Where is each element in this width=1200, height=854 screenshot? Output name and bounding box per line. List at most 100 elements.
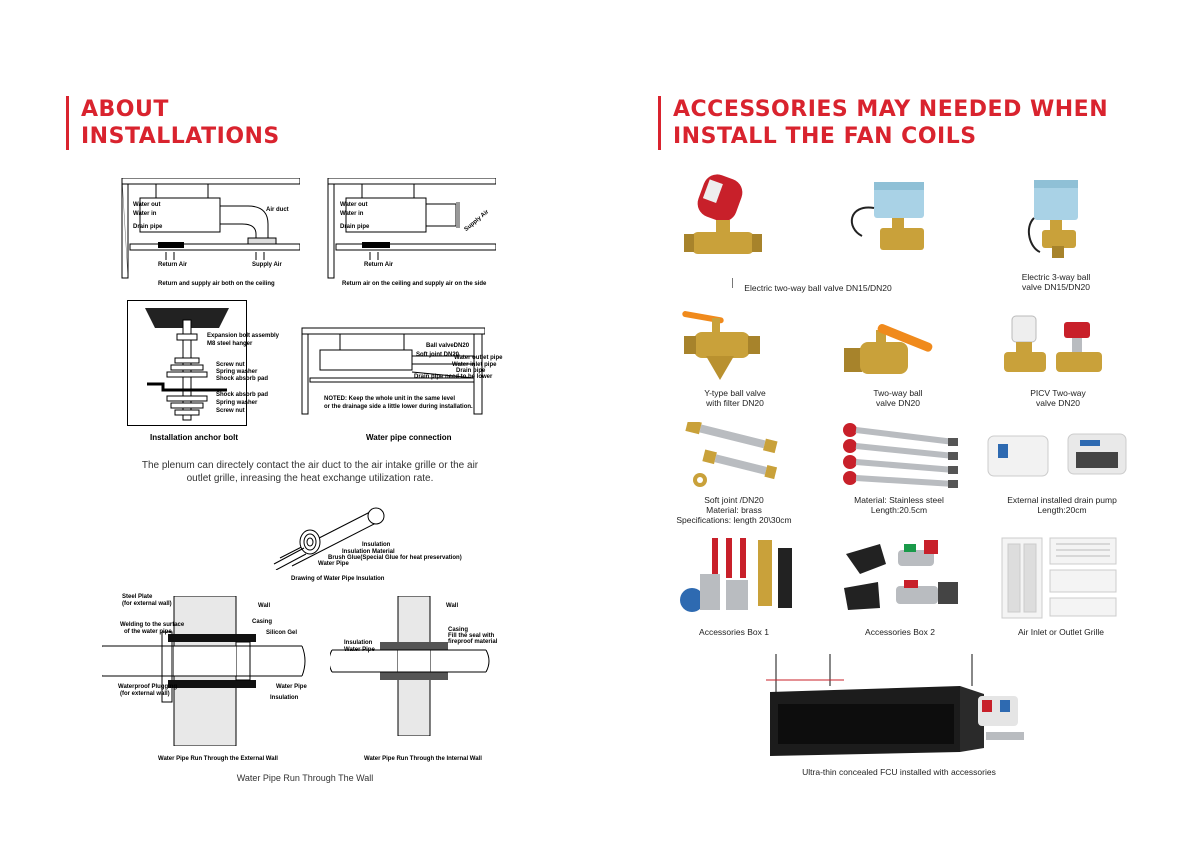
diagram-caption: Return air on the ceiling and supply air… — [342, 281, 487, 287]
anchor-label: Spring washer — [216, 369, 258, 375]
ext-wall-label: Silicon Gel — [266, 630, 298, 636]
diagram-label: Water out — [340, 202, 368, 208]
label-line: Two-way ball — [873, 388, 923, 398]
anchor-label: Screw nut — [216, 408, 245, 414]
drain-pump-image — [984, 430, 1130, 482]
label-line: Specifications: length 20\30cm — [676, 515, 792, 525]
y-type-ball-valve-image — [676, 308, 766, 384]
two-way-ball-valve-image — [842, 312, 942, 378]
int-wall-label: fireproof material — [448, 639, 498, 645]
insulation-label: Brush Glue(Special Glue for heat preserv… — [328, 555, 462, 561]
anchor-label: M8 steel hanger — [207, 341, 253, 347]
accessory-label: Accessories Box 1 — [686, 627, 782, 637]
accessory-label: Soft joint /DN20 Material: brass Specifi… — [672, 495, 796, 525]
electric-two-way-valve-image — [680, 170, 770, 270]
insulation-label: Insulation — [362, 542, 391, 548]
picv-valve-image — [1002, 312, 1112, 382]
label-line: Air Inlet or Outlet Grille — [1018, 627, 1104, 637]
accessory-label: Electric two-way ball valve DN15/DN20 — [738, 283, 898, 293]
label-line: Electric 3-way ball — [1021, 272, 1091, 282]
diagram-label: Return Air — [364, 262, 394, 268]
ext-wall-label: Steel Plate — [122, 594, 153, 600]
wall-caption: Water Pipe Run Through The Wall — [236, 773, 374, 783]
heading-line: INSTALLATIONS — [81, 124, 280, 149]
label-line: Electric two-way ball valve DN15/DN20 — [744, 283, 892, 293]
ceiling-return-supply-diagram — [120, 178, 300, 282]
bracket-line — [732, 278, 733, 288]
int-wall-caption: Water Pipe Run Through the Internal Wall — [364, 756, 482, 762]
heading-line: INSTALL THE FAN COILS — [673, 124, 977, 149]
int-wall-label: Water Pipe — [344, 647, 375, 653]
water-conn-label: Ball valveDN20 — [426, 343, 470, 349]
plenum-paragraph: The plenum can directely contact the air… — [141, 460, 479, 484]
side-supply-diagram — [326, 178, 496, 282]
accessory-label: Air Inlet or Outlet Grille — [1006, 627, 1116, 637]
anchor-label: Spring washer — [216, 400, 258, 406]
ext-wall-label: Welding to the surface — [120, 622, 185, 628]
accessory-label: Y-type ball valve with filter DN20 — [690, 388, 780, 408]
water-conn-note: NOTED: Keep the whole unit in the same l… — [324, 396, 456, 402]
int-wall-label: Wall — [446, 603, 459, 609]
about-installations-heading: ABOUT INSTALLATIONS — [66, 96, 280, 150]
diagram-label: Return Air — [158, 262, 188, 268]
ext-wall-label: Waterproof Plugging — [118, 684, 178, 690]
label-line: with filter DN20 — [706, 398, 764, 408]
heading-line: ABOUT — [81, 97, 169, 122]
concealed-fcu-image — [764, 652, 1030, 760]
label-line: PICV Two-way — [1030, 388, 1086, 398]
accessories-box-1-image — [672, 534, 802, 618]
accessory-label: Two-way ball valve DN20 — [856, 388, 940, 408]
insulation-label: Water Pipe — [318, 561, 349, 567]
anchor-label: Shock absorb pad — [216, 392, 269, 398]
ext-wall-label: of the water pipe — [124, 629, 172, 635]
air-grille-image — [1000, 536, 1120, 620]
label-line: valve DN20 — [1036, 398, 1080, 408]
accessory-label: Electric 3-way ball valve DN15/DN20 — [1006, 272, 1106, 292]
ext-wall-label: Wall — [258, 603, 271, 609]
soft-joint-image — [680, 422, 780, 492]
electric-3way-valve-image — [1024, 178, 1094, 264]
water-conn-note: or the drainage side a little lower duri… — [324, 404, 473, 410]
stainless-steel-hose-image — [836, 420, 964, 492]
water-conn-label: Soft joint DN20 — [416, 352, 459, 358]
heading-line: ACCESSORIES MAY NEEDED WHEN — [673, 97, 1109, 122]
anchor-caption: Installation anchor bolt — [150, 433, 239, 442]
accessory-label: External installed drain pump Length:20c… — [994, 495, 1130, 515]
electric-ball-valve-image — [844, 178, 934, 260]
insulation-caption: Drawing of Water Pipe Insulation — [291, 576, 385, 582]
diagram-label: Drain pipe — [340, 224, 370, 230]
label-line: Material: brass — [706, 505, 762, 515]
ext-wall-label: (for external wall) — [122, 601, 172, 607]
ext-wall-label: Casing — [252, 619, 273, 625]
anchor-bolt-diagram — [127, 300, 247, 426]
accessory-label: Ultra-thin concealed FCU installed with … — [784, 767, 1014, 777]
diagram-caption: Return and supply air both on the ceilin… — [158, 281, 275, 287]
water-conn-label: Drain pipe — [456, 368, 486, 374]
external-wall-diagram — [102, 596, 312, 746]
int-wall-label: Fill the seal with — [448, 633, 495, 639]
accessories-box-2-image — [840, 538, 970, 618]
label-line: Y-type ball valve — [704, 388, 766, 398]
diagram-label: Water in — [133, 211, 157, 217]
insulation-label: Insulation Material — [342, 549, 395, 555]
int-wall-label: Casing — [448, 627, 469, 633]
label-line: Length:20cm — [1037, 505, 1087, 515]
label-line: Ultra-thin concealed FCU installed with … — [802, 767, 996, 777]
accessory-label: PICV Two-way valve DN20 — [1018, 388, 1098, 408]
diagram-label: Supply Air — [252, 262, 282, 268]
ext-wall-label: Water Pipe — [276, 684, 307, 690]
pipe-insulation-diagram — [270, 498, 400, 570]
diagram-label: Water in — [340, 211, 364, 217]
accessories-heading: ACCESSORIES MAY NEEDED WHEN INSTALL THE … — [658, 96, 1108, 150]
diagram-label: Air duct — [266, 207, 289, 213]
water-conn-caption: Water pipe connection — [366, 433, 452, 442]
diagram-label: Water out — [133, 202, 161, 208]
water-pipe-connection-diagram — [300, 326, 485, 416]
accessory-label: Accessories Box 2 — [848, 627, 952, 637]
internal-wall-diagram — [330, 596, 490, 736]
label-line: valve DN15/DN20 — [1021, 282, 1091, 292]
label-line: valve DN20 — [876, 398, 920, 408]
label-line: Accessories Box 1 — [699, 627, 769, 637]
water-conn-label: Water inlet pipe — [452, 362, 497, 368]
anchor-label: Shock absorb pad — [216, 376, 269, 382]
